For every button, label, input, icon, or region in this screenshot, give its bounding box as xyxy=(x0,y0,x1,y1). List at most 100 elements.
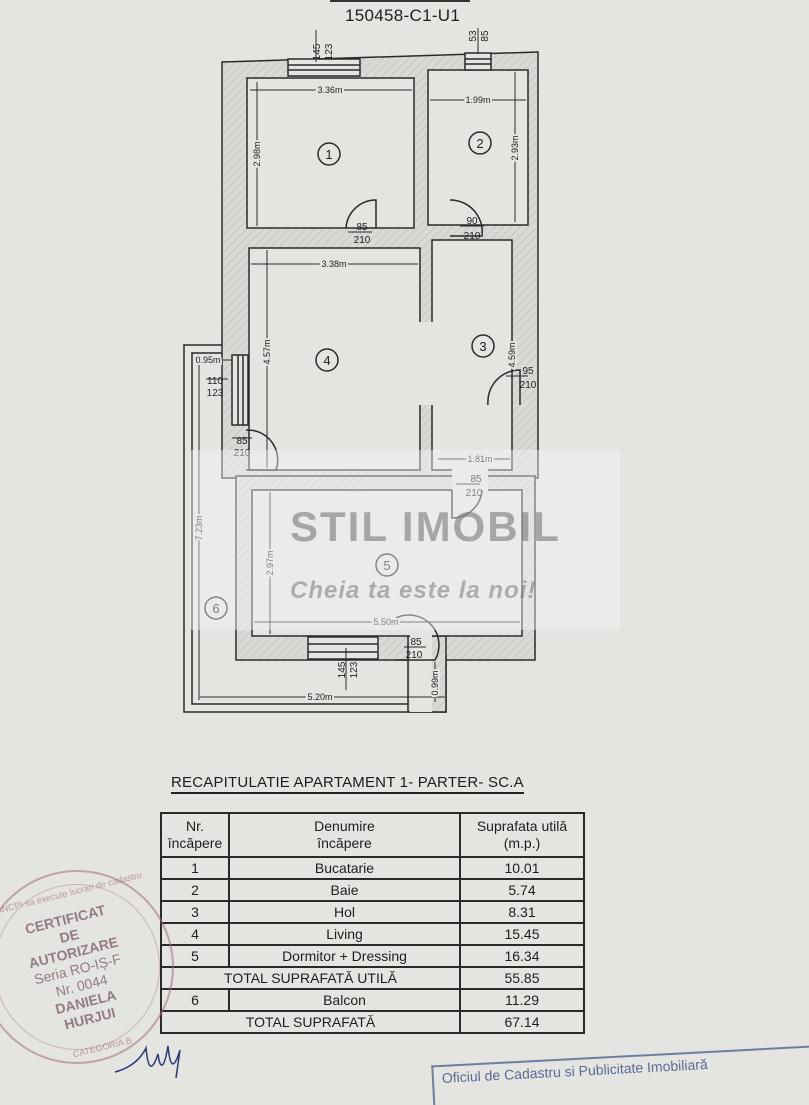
cell-area: 10.01 xyxy=(459,856,585,880)
dim-balcony-width: 5.20m xyxy=(307,692,332,702)
door-bedroom-h: 210 xyxy=(466,488,483,499)
table-header: Nr. încăpere Denumire încăpere Suprafata… xyxy=(160,812,585,858)
door-bath-w: 90 xyxy=(466,216,478,227)
window-bottom-bedroom xyxy=(307,636,379,660)
door-hall-w: 95 xyxy=(522,366,534,377)
balcony-door-passage xyxy=(410,634,432,712)
room-number-5: 5 xyxy=(383,558,390,573)
win-top1-h: 123 xyxy=(324,43,335,60)
dim-r1-width: 3.36m xyxy=(317,85,342,95)
win-balcony-w: 110 xyxy=(207,376,223,387)
office-stamp: Oficiul de Cadastru si Publicitate Imobi… xyxy=(431,1044,809,1105)
room-5-bedroom xyxy=(251,489,523,637)
cell-name: Hol xyxy=(228,900,461,924)
door-living-h: 210 xyxy=(234,448,251,459)
header-rule xyxy=(330,0,470,2)
watermark-band xyxy=(190,450,620,630)
door-living-w: 85 xyxy=(236,436,248,447)
cell-area: 8.31 xyxy=(459,900,585,924)
cell-nr: 4 xyxy=(160,922,230,946)
dim-balcony-right: 0.99m xyxy=(430,670,440,695)
dim-r1-height: 2.98m xyxy=(252,141,262,166)
room-2-bath xyxy=(427,69,529,226)
dim-r5-height: 2.97m xyxy=(265,550,275,575)
win-top2-h: 85 xyxy=(480,30,491,42)
door-kitchen-w: 85 xyxy=(356,222,368,233)
dim-r2-width: 1.99m xyxy=(465,95,490,105)
cell-nr: 6 xyxy=(160,988,230,1012)
room-number-1: 1 xyxy=(325,147,332,162)
cell-nr: 3 xyxy=(160,900,230,924)
win-balcony-h: 123 xyxy=(207,388,224,399)
summary-title: RECAPITULATIE APARTAMENT 1- PARTER- SC.A xyxy=(171,774,524,794)
dim-r4-width: 3.38m xyxy=(321,259,346,269)
door-balcony-w: 85 xyxy=(410,637,422,648)
total-area: 67.14 xyxy=(459,1010,585,1034)
door-arc-hall xyxy=(487,369,521,406)
dim-r5-width: 5.50m xyxy=(373,617,398,627)
cell-name: Baie xyxy=(228,878,461,902)
cell-name: Bucatarie xyxy=(228,856,461,880)
door-bath-h: 210 xyxy=(464,231,481,242)
dim-r2-height: 2.93m xyxy=(510,135,520,160)
total-util-label: TOTAL SUPRAFATĂ UTILĂ xyxy=(160,966,461,990)
win-top2-w: 53 xyxy=(468,30,479,42)
win-bottom-h: 123 xyxy=(349,661,360,678)
door-arc-kitchen xyxy=(345,199,377,229)
door-hall-h: 210 xyxy=(520,380,537,391)
signature xyxy=(114,1045,181,1079)
door-kitchen-h: 210 xyxy=(354,235,371,246)
cell-name: Living xyxy=(228,922,461,946)
room-1-kitchen xyxy=(246,77,415,229)
total-label: TOTAL SUPRAFATĂ xyxy=(160,1010,461,1034)
dimension-lines xyxy=(194,28,528,702)
win-top1-w: 145 xyxy=(312,43,323,60)
room-number-4: 4 xyxy=(323,353,330,368)
door-balcony-h: 210 xyxy=(406,650,423,661)
dim-balcony-left: 0.95m xyxy=(195,355,220,365)
door-arc-balcony xyxy=(395,614,440,661)
door-arc-living xyxy=(245,429,279,471)
cell-nr: 1 xyxy=(160,856,230,880)
cell-nr: 2 xyxy=(160,878,230,902)
win-bottom-w: 145 xyxy=(337,661,348,678)
dim-r4-height: 4.57m xyxy=(262,339,272,364)
room-number-6: 6 xyxy=(212,601,219,616)
watermark-slogan: Cheia ta este la noi! xyxy=(290,577,537,604)
window-top-bath xyxy=(464,52,492,71)
cell-area: 11.29 xyxy=(459,988,585,1012)
cell-area: 16.34 xyxy=(459,944,585,968)
room-number-3: 3 xyxy=(479,339,486,354)
summary-table: Nr. încăpere Denumire încăpere Suprafata… xyxy=(160,812,585,1034)
door-arc-bedroom xyxy=(451,489,483,519)
window-top-kitchen xyxy=(287,58,361,77)
cell-area: 15.45 xyxy=(459,922,585,946)
total-util-area: 55.85 xyxy=(459,966,585,990)
door-bedroom-w: 85 xyxy=(470,474,482,485)
dim-balcony-height: 7.23m xyxy=(194,515,204,540)
cell-nr: 5 xyxy=(160,944,230,968)
dim-r3-width: 1.81m xyxy=(467,454,492,464)
living-hall-opening xyxy=(418,322,434,405)
cell-name: Dormitor + Dressing xyxy=(228,944,461,968)
header-name: Denumire încăpere xyxy=(228,812,461,858)
door-arc-bath xyxy=(449,199,483,237)
room-number-2: 2 xyxy=(476,136,483,151)
floor-plan: 1 2 3 4 5 6 3.36m 2.98m 1.99m 2.93m 3.38… xyxy=(183,28,539,713)
cell-area: 5.74 xyxy=(459,878,585,902)
window-balcony-living xyxy=(231,354,249,426)
cell-name: Balcon xyxy=(228,988,461,1012)
cadastral-code: 150458-C1-U1 xyxy=(345,6,461,25)
header-area: Suprafata utilă (m.p.) xyxy=(459,812,585,858)
header-nr: Nr. încăpere xyxy=(160,812,230,858)
room-4-living xyxy=(248,247,421,471)
watermark-brand: STIL IMOBIL xyxy=(290,503,561,550)
